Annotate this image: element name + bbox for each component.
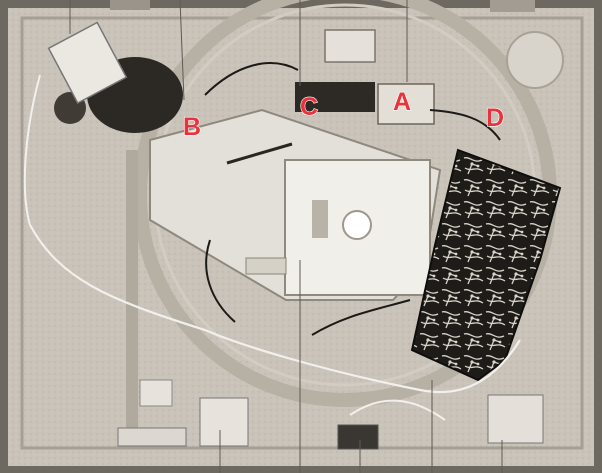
- circuit-board: [410, 148, 562, 382]
- transformer: [377, 83, 435, 125]
- plate-bracket: [245, 257, 287, 275]
- callout-label-d: D: [486, 104, 504, 132]
- wire-loop: [349, 399, 446, 421]
- wire-loop: [204, 62, 299, 96]
- tonearm-rail: [126, 150, 138, 440]
- motor-spindle: [342, 210, 372, 240]
- top-bracket: [324, 29, 376, 63]
- wire-loop: [29, 224, 521, 394]
- switch-block: [47, 21, 128, 105]
- callout-label-a: A: [393, 88, 411, 116]
- regulator-strip: [295, 82, 375, 112]
- slider-rod: [226, 142, 293, 165]
- wire-loop: [205, 239, 236, 323]
- callout-label-c: C: [300, 93, 318, 121]
- bottom-foot: [487, 394, 544, 444]
- wire-loop: [311, 299, 411, 336]
- top-edge-bracket: [490, 0, 535, 12]
- wire-loop: [429, 109, 501, 141]
- top-edge-bracket: [110, 0, 150, 10]
- wire-loop: [23, 74, 41, 226]
- bottom-foot: [337, 424, 379, 450]
- rail-foot: [139, 379, 173, 407]
- bottom-foot: [199, 397, 249, 447]
- callout-label-b: B: [183, 113, 201, 141]
- motor-label: [312, 200, 328, 238]
- damper-pad: [506, 31, 564, 89]
- chassis-inner-rim: [20, 16, 584, 450]
- callout-leader-lines: [69, 0, 503, 473]
- bottom-foot: [117, 427, 187, 447]
